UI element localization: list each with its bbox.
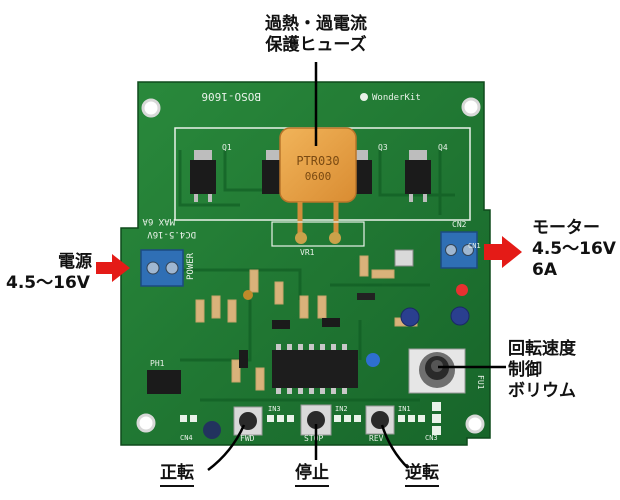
button-forward — [233, 406, 263, 436]
forward-pointer-line — [207, 424, 246, 471]
led-red — [456, 284, 468, 296]
cn2-silk: CN2 — [452, 220, 467, 229]
speed-knob-label-line3: ボリウム — [508, 381, 576, 401]
power-voltage-silk: DC4.5-16V — [147, 229, 196, 239]
left-arrow-icon — [96, 254, 130, 282]
mosfet-q1 — [190, 150, 216, 202]
jumper — [357, 293, 375, 300]
motor-terminal — [440, 231, 478, 269]
fuse-marking-1: PTR030 — [296, 154, 339, 168]
power-label-line1: 電源 — [58, 252, 92, 272]
vr1-silk: FU1 — [476, 375, 485, 390]
pcb-model-silk: BOSO-1606 — [201, 90, 261, 103]
speed-knob-label-line2: 制御 — [508, 360, 542, 380]
capacitors — [203, 290, 470, 439]
ic-chip — [272, 344, 358, 394]
stop-silk: STOP — [304, 434, 323, 443]
rev-silk: REV — [369, 434, 384, 443]
brand-logo-icon — [360, 93, 368, 101]
power-label-line2: 4.5〜16V — [6, 273, 90, 293]
stop-label: 停止 — [295, 463, 329, 487]
fuse-component — [279, 127, 357, 244]
ph1-silk: PH1 — [150, 359, 165, 368]
motor-label-line3: 6A — [532, 260, 557, 280]
photocoupler — [147, 370, 181, 394]
diodes — [239, 318, 340, 368]
header-pads — [180, 402, 441, 435]
in1-silk: IN1 — [398, 405, 411, 413]
fuse-label-line1: 過熱・過電流 — [265, 14, 367, 34]
speed-knob-label: 回転速度 制御 ボリウム — [508, 339, 576, 402]
motor-label: モーター 4.5〜16V 6A — [532, 218, 616, 281]
power-terminal — [140, 249, 184, 287]
motor-label-line2: 4.5〜16V — [532, 239, 616, 259]
motor-label-line1: モーター — [532, 218, 600, 238]
power-max-silk: MAX 6A — [142, 216, 175, 226]
cn3-silk: CN3 — [425, 434, 438, 442]
q4-silk: Q4 — [438, 143, 448, 152]
potentiometer — [408, 348, 466, 394]
button-reverse — [365, 405, 395, 435]
power-label: 電源 4.5〜16V — [6, 252, 92, 294]
q1-silk: Q1 — [222, 143, 232, 152]
reverse-label: 逆転 — [405, 463, 439, 487]
pcb-brand-silk: WonderKit — [372, 93, 421, 103]
cn1-silk: CN1 — [468, 242, 481, 250]
power-silk: POWER — [186, 252, 196, 280]
fwd-silk: FWD — [240, 434, 255, 443]
in3-silk: IN3 — [268, 405, 281, 413]
fu1-silk: VR1 — [300, 248, 315, 257]
fuse-marking-2: 0600 — [305, 170, 332, 183]
led-white — [394, 249, 414, 267]
reverse-pointer-line — [380, 424, 409, 469]
cn4-silk: CN4 — [180, 434, 193, 442]
speed-knob-label-line1: 回転速度 — [508, 339, 576, 359]
fuse-label: 過熱・過電流 保護ヒューズ — [245, 14, 387, 56]
fuse-label-line2: 保護ヒューズ — [265, 35, 367, 55]
resistors — [195, 255, 418, 391]
forward-label: 正転 — [160, 463, 194, 487]
in2-silk: IN2 — [335, 405, 348, 413]
q3-silk: Q3 — [378, 143, 388, 152]
right-arrow-icon — [484, 236, 522, 268]
mounting-holes — [136, 97, 485, 434]
mosfet-q4 — [405, 150, 431, 202]
